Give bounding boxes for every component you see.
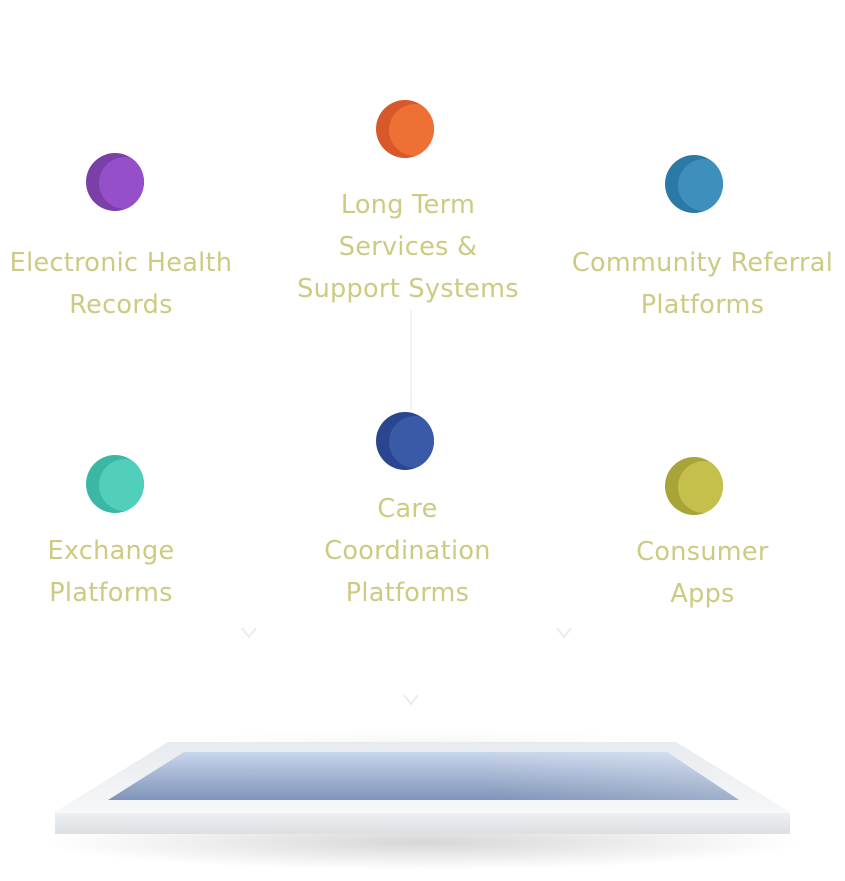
care-dot-icon [376,412,434,470]
crp-dot-icon [665,155,723,213]
ltss-label-line3: Support Systems [297,274,519,304]
care-label-line1: Care [377,494,438,524]
care-label: Care Coordination Platforms [300,488,515,614]
consumer-dot-icon [665,457,723,515]
care-label-line2: Coordination [324,536,491,566]
exchange-dot-icon [86,455,144,513]
crp-label-line2: Platforms [640,290,765,320]
tablet-frame-front [55,812,790,834]
ehr-label-line1: Electronic Health [9,248,233,278]
ltss-dot-icon [376,100,434,158]
arrow-center-head [403,694,419,706]
ltss-label: Long Term Services & Support Systems [284,184,532,310]
exchange-label: Exchange Platforms [20,530,202,614]
ltss-label-line1: Long Term [340,190,476,220]
exchange-label-line1: Exchange [47,536,175,566]
arrow-right-head [556,627,572,639]
consumer-label: Consumer Apps [610,531,795,615]
consumer-label-line1: Consumer [636,537,769,567]
ehr-label-line2: Records [69,290,173,320]
care-label-line3: Platforms [345,578,470,608]
consumer-label-line2: Apps [670,579,735,609]
ltss-label-line2: Services & [338,232,478,262]
exchange-label-line2: Platforms [49,578,173,608]
ehr-dot-icon [86,153,144,211]
tablet-screen-sheen [108,752,739,800]
ehr-label: Electronic Health Records [0,242,242,326]
arrow-left-head [241,627,257,639]
crp-label-line1: Community Referral [571,248,834,278]
crp-label: Community Referral Platforms [560,242,845,326]
